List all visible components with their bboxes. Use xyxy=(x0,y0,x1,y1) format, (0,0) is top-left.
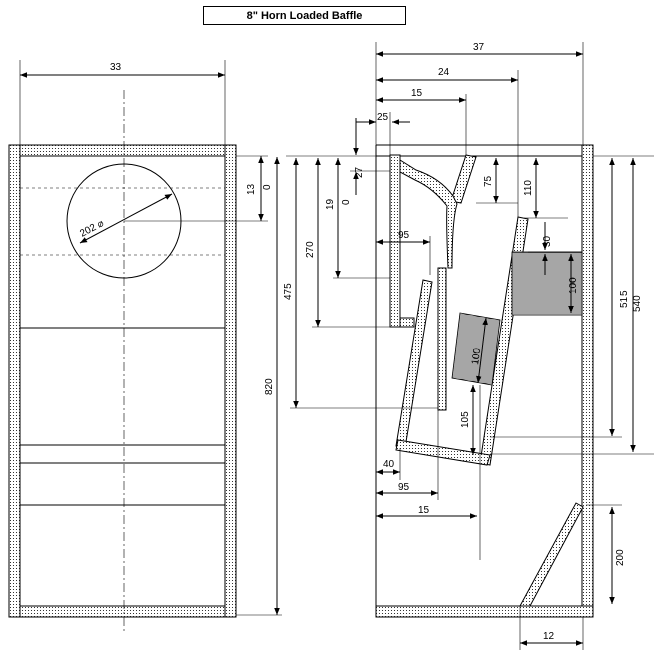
side-d110-label: 110 xyxy=(523,180,534,196)
front-height-label: 820 xyxy=(264,378,275,395)
side-d95-top-label: 95 xyxy=(398,230,410,241)
side-width-24-label: 24 xyxy=(438,67,450,78)
side-d75-label: 75 xyxy=(483,175,494,187)
side-d200-label: 200 xyxy=(615,549,626,566)
front-width-label: 33 xyxy=(110,62,122,73)
side-d12-label: 12 xyxy=(543,631,555,642)
side-width-15-label: 15 xyxy=(411,88,423,99)
side-width-37-label: 37 xyxy=(473,42,485,53)
front-d13-label: 13 xyxy=(246,183,257,195)
side-d100-mid-label: 100 xyxy=(470,347,483,365)
side-d0-label: 0 xyxy=(341,199,352,205)
side-d15-bottom-label: 15 xyxy=(418,505,430,516)
front-d0-label: 0 xyxy=(262,184,273,190)
upper-horn-wall xyxy=(450,154,477,204)
side-d270-label: 270 xyxy=(305,241,316,258)
side-view: 37 24 15 25 27 19 0 270 475 xyxy=(283,42,654,650)
side-d105-label: 105 xyxy=(460,411,471,428)
mid-port-hatch xyxy=(451,312,501,386)
front-view: 202 ⌀ 33 13 0 820 xyxy=(8,60,282,632)
side-d540-label: 540 xyxy=(632,295,643,312)
front-right-panel xyxy=(224,144,237,618)
side-d40-label: 40 xyxy=(383,459,395,470)
side-d30-label: 30 xyxy=(542,235,553,247)
side-d95-bottom-label: 95 xyxy=(398,482,410,493)
bottom-horn-wall xyxy=(395,439,491,466)
middle-baffle xyxy=(437,267,447,411)
drawing-title: 8" Horn Loaded Baffle xyxy=(203,6,406,25)
side-back-panel xyxy=(581,144,594,618)
front-bottom-panel xyxy=(8,605,237,618)
side-d51-label: 51 xyxy=(619,296,630,308)
side-d19-label: 19 xyxy=(325,198,336,210)
side-d100-port-label: 100 xyxy=(568,277,579,294)
side-width-25-label: 25 xyxy=(377,112,389,123)
bottom-slanted-board xyxy=(519,502,584,607)
front-top-panel xyxy=(8,144,237,157)
side-d475-label: 475 xyxy=(283,283,294,300)
baffle-board xyxy=(389,154,401,328)
front-left-panel xyxy=(8,144,21,618)
side-bottom-panel xyxy=(375,605,594,618)
front-horn-wall xyxy=(395,279,433,449)
side-d5-label: 5 xyxy=(619,290,630,296)
side-d27-label: 27 xyxy=(354,166,365,178)
